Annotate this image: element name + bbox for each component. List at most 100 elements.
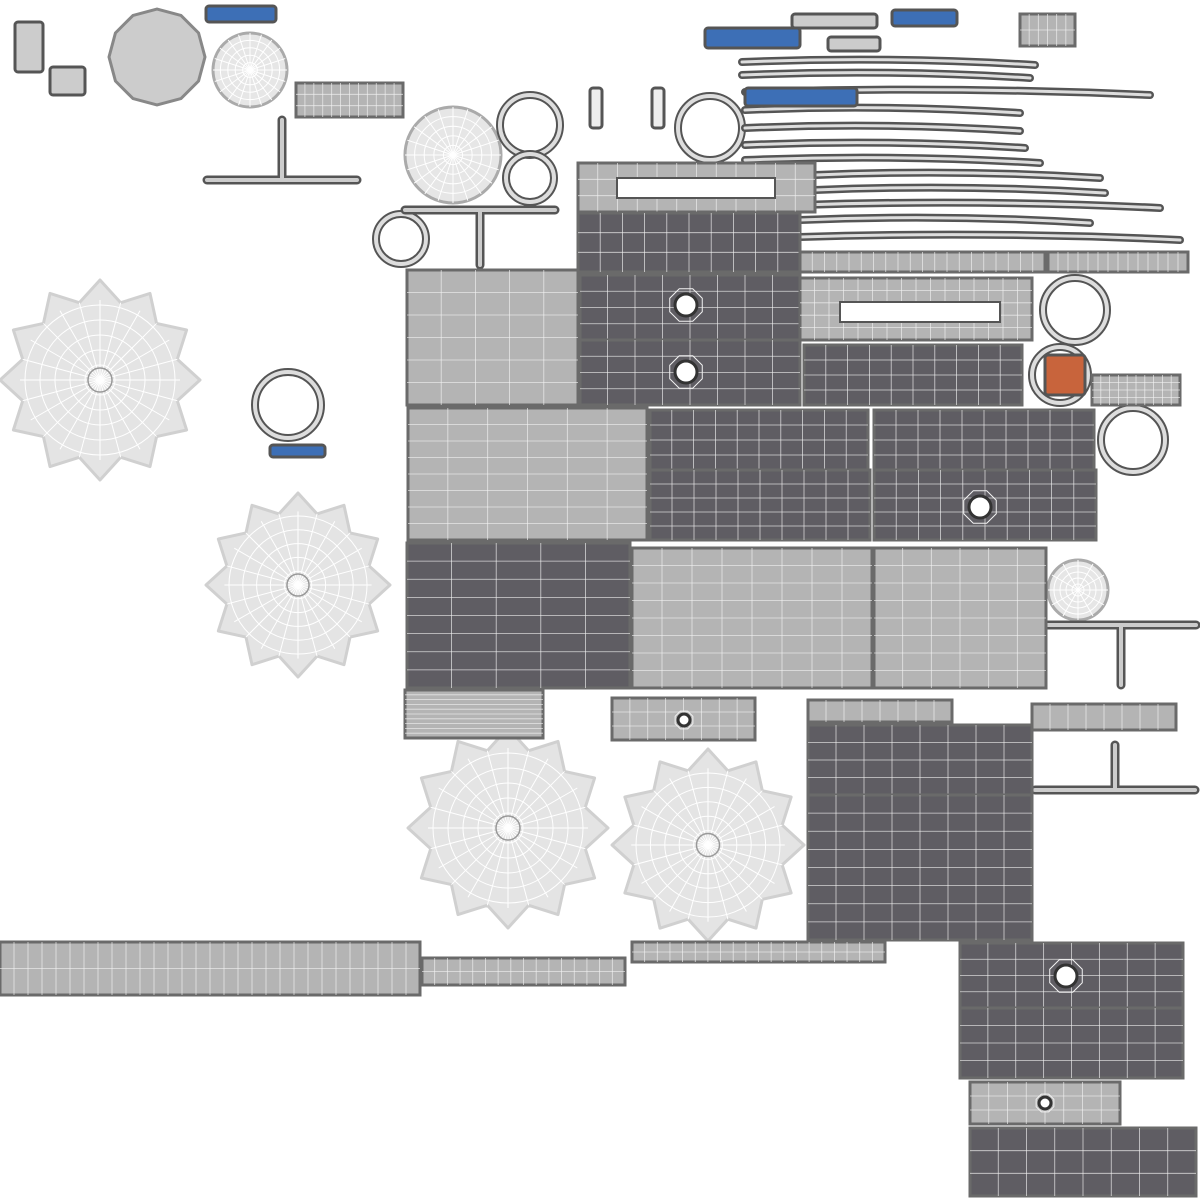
bar-grey-2 [826,35,882,53]
panel-slot [616,177,776,199]
disc-wire-1-wire [452,115,482,156]
gear-mid-left-wire [297,565,370,586]
gear-bottom-a-wire [486,827,509,906]
gear-bottom-a-wire [507,827,565,885]
gear-large-left-hub [87,367,113,393]
ring-left-inner [253,370,323,440]
ring-top-inner [676,94,744,162]
gear-large-left-wire [30,379,101,421]
disc-wire-1-wire [452,154,499,171]
gear-mid-left-wire [245,584,299,638]
bar-square [48,65,87,97]
hole [1037,1095,1053,1111]
hole-frame [1049,959,1083,993]
plank-inner [740,71,1032,80]
disc-wire-3-wire [1051,589,1079,606]
disc-wire-1-wire [437,154,454,201]
gear-mid-left-wire [278,513,299,586]
gear-mid-left-wire [297,521,336,586]
disc-wire-1-wire [424,154,454,195]
bar-blue-2 [890,8,959,28]
gear-bottom-b-wire [707,844,729,920]
gear-mid-left-wire [245,532,299,586]
hole-frame [674,710,694,730]
plank-inner [798,216,1092,225]
disc-wire-1-wire [452,139,499,156]
gear-bottom-b-wire [707,844,783,866]
hole-frame [1035,1093,1055,1113]
disc-wire-2-wire [249,34,262,71]
disc-wire-2-wire [249,69,273,101]
gear-mid-left-wire [297,532,351,586]
hole-frame [669,355,703,389]
gear-large-left-wire [99,323,157,381]
tee-right-2-inner [1033,743,1197,792]
plank-inner [743,124,1022,133]
gear-bottom-b-wire [707,770,729,846]
disc-wire-1-wire [452,109,469,156]
gear-bottom-b-wire [633,824,709,846]
gear-bottom-b-wire [641,806,709,846]
gear-bottom-a-wire [467,758,509,829]
gear-bottom-b-wire [669,778,709,846]
gear-bottom-a-wire [430,827,509,850]
hole [1053,963,1079,989]
gear-mid-left-wire [260,521,299,586]
gear-bottom-b-wire [707,844,763,900]
disc-wire-2-wire [249,58,286,71]
gear-large-left-wire [99,302,122,381]
gear-bottom-a-wire [486,750,509,829]
gear-bottom-b-wire [707,778,747,846]
disc-wire-2-wire [227,69,251,101]
hole-frame [669,288,703,322]
disc-wire-1-wire [413,154,454,184]
disc-wire-1-wire [452,154,482,195]
disc-wire-1-wire [407,154,454,171]
hole [673,359,699,385]
gear-large-left-wire [59,379,101,450]
ring-right-2-inner [1030,345,1090,405]
panel-slot [839,301,1001,323]
gear-mid-left-wire [226,565,299,586]
ring-mid-inner [374,212,428,266]
disc-wire-2-wire [214,69,251,82]
gear-bottom-b-wire [653,790,709,846]
gear-bottom-b-wire [707,824,783,846]
bar-blue-4 [268,443,327,459]
plank-inner [740,58,1037,67]
gear-bottom-a-wire [507,827,549,898]
plank-inner [798,233,1182,242]
gear-bottom-b-hub [695,832,721,858]
gear-mid-left-wire [234,584,299,623]
disc-wire-2-wire [227,39,251,71]
gear-large-left-wire [43,323,101,381]
disc-wire-3-wire [1077,589,1105,606]
gear-mid-left-wire [297,584,351,638]
bar-vertical [13,20,45,74]
disc-wire-1-wire [452,154,493,184]
plank-inner [743,106,1022,115]
clip-2 [650,86,666,130]
gear-bottom-a-wire [507,750,530,829]
gear-bottom-b-wire [707,844,775,884]
disc-wire-2-wire [249,69,262,106]
gear-bottom-a-wire [507,758,549,829]
disc-wire-2-wire [249,47,281,71]
gear-large-left-wire [22,379,101,402]
plank-inner [813,171,1102,180]
bar-blue-1 [204,4,278,24]
gear-large-left-wire [78,379,101,458]
gear-bottom-a-wire [507,771,565,829]
disc-wire-2-wire [238,69,251,106]
gear-bottom-a-wire [451,771,509,829]
tee-mid-inner [403,208,557,267]
gear-large-left-wire [43,379,101,437]
gear-large-left-wire [99,310,141,381]
gear-large-left-wire [99,339,170,381]
plank-inner [743,141,1027,150]
gear-mid-left-wire [278,584,299,657]
disc-wire-1-wire [413,126,454,156]
ring-right-3-inner [1099,406,1167,474]
gear-mid-left-wire [226,584,299,605]
